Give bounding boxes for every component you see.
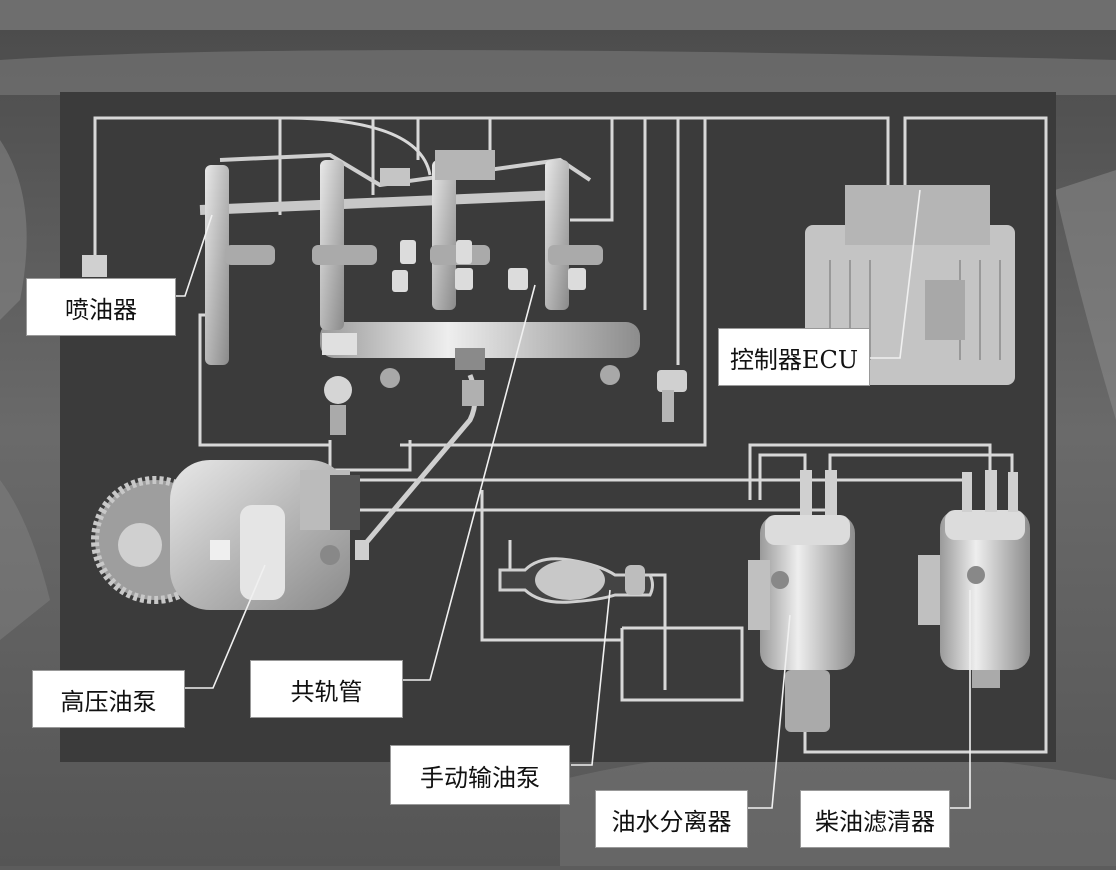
label-diesel-filter: 柴油滤清器 xyxy=(800,790,950,848)
label-hand-pump: 手动输油泵 xyxy=(390,745,570,805)
label-common-rail: 共轨管 xyxy=(250,660,403,718)
label-high-pressure-pump: 高压油泵 xyxy=(32,670,185,728)
label-injector: 喷油器 xyxy=(26,278,176,336)
label-ecu: 控制器ECU xyxy=(718,328,870,386)
label-water-separator: 油水分离器 xyxy=(595,790,748,848)
